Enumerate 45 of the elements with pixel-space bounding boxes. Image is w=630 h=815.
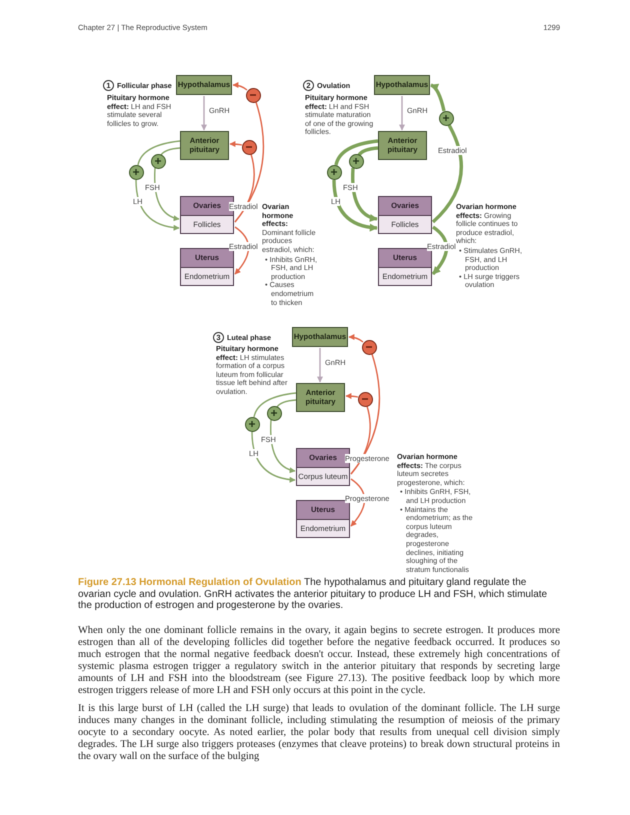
- arrow: [232, 82, 248, 91]
- stimulation-sign: +: [266, 406, 282, 420]
- organ-box: [378, 196, 432, 234]
- inhibition-sign: −: [246, 88, 260, 102]
- arrow: [345, 393, 358, 400]
- arrow: [234, 226, 250, 274]
- arrow: [332, 180, 378, 232]
- arrow: [351, 168, 378, 222]
- arrow: [135, 180, 180, 230]
- arrow: [399, 96, 405, 131]
- connector-line: [358, 146, 378, 156]
- stimulation-sign: +: [128, 164, 144, 180]
- connector-line: [432, 124, 463, 224]
- connector-line: [253, 392, 296, 418]
- connector-line: [334, 139, 378, 166]
- connector-line: [234, 102, 264, 222]
- connector-line: [234, 154, 255, 222]
- arrow: [201, 96, 207, 131]
- body-paragraph: It is this large burst of LH (called the LH surge) that leads to ovulation of the dominant follicle. The LH surge induces many changes in the dominant follicle, including stimulating the resumption of meiosis of the primary oocyte to a secondary oocyte. As noted earlier, the polar body that results from unequal cell division simply degrades. The LH surge also triggers proteases (enzymes that cleave proteins) to break down structural proteins in the ovary wall on the surface of the bulging: [78, 703, 560, 763]
- connector-line: [276, 399, 296, 408]
- arrow: [229, 141, 242, 148]
- stimulation-sign: +: [150, 154, 166, 168]
- connector-line: [160, 147, 180, 156]
- arrow: [317, 348, 323, 383]
- connector-line: [350, 354, 380, 474]
- connector-line: [350, 406, 371, 474]
- arrow: [430, 83, 446, 112]
- figure-caption: Figure 27.13 Hormonal Regulation of Ovulation The hypothalamus and pituitary gland regulate the ovarian cycle and ovulation. GnRH activates the anterior pituitary to produce LH and FSH, which stimulate the production of estrogen and progesterone by the ovaries.: [78, 577, 548, 612]
- arrow: [270, 420, 296, 473]
- stimulation-sign: +: [438, 110, 454, 126]
- body-paragraph: When only the one dominant follicle remains in the ovary, it again begins to secrete estrogen. It produces more estrogen than all of the developing follicles did together before the negative feedback occurred. It produces so much estrogen that the normal negative feedback doesn't occur. Instead, these extremely high concentrations of systemic plasma estrogen trigger a regulatory switch in the anterior pituitary that responds by secreting large amounts of LH and FSH into the bloodstream (see Figure 27.13). The positive feedback loop by which more estrogen triggers release of more LH and FSH only occurs at this point in the cycle.: [78, 625, 560, 697]
- organ-box: [378, 248, 432, 286]
- stimulation-sign: +: [326, 164, 342, 180]
- inhibition-sign: −: [358, 392, 372, 406]
- connector-line: [137, 140, 180, 166]
- organ-box: [180, 248, 234, 286]
- arrow: [432, 226, 448, 276]
- inhibition-sign: −: [242, 140, 256, 154]
- arrow: [350, 478, 366, 526]
- arrow: [251, 432, 296, 482]
- stimulation-sign: +: [244, 416, 260, 432]
- arrow: [154, 168, 180, 221]
- inhibition-sign: −: [362, 340, 376, 354]
- stimulation-sign: +: [348, 154, 364, 168]
- arrow: [348, 334, 364, 343]
